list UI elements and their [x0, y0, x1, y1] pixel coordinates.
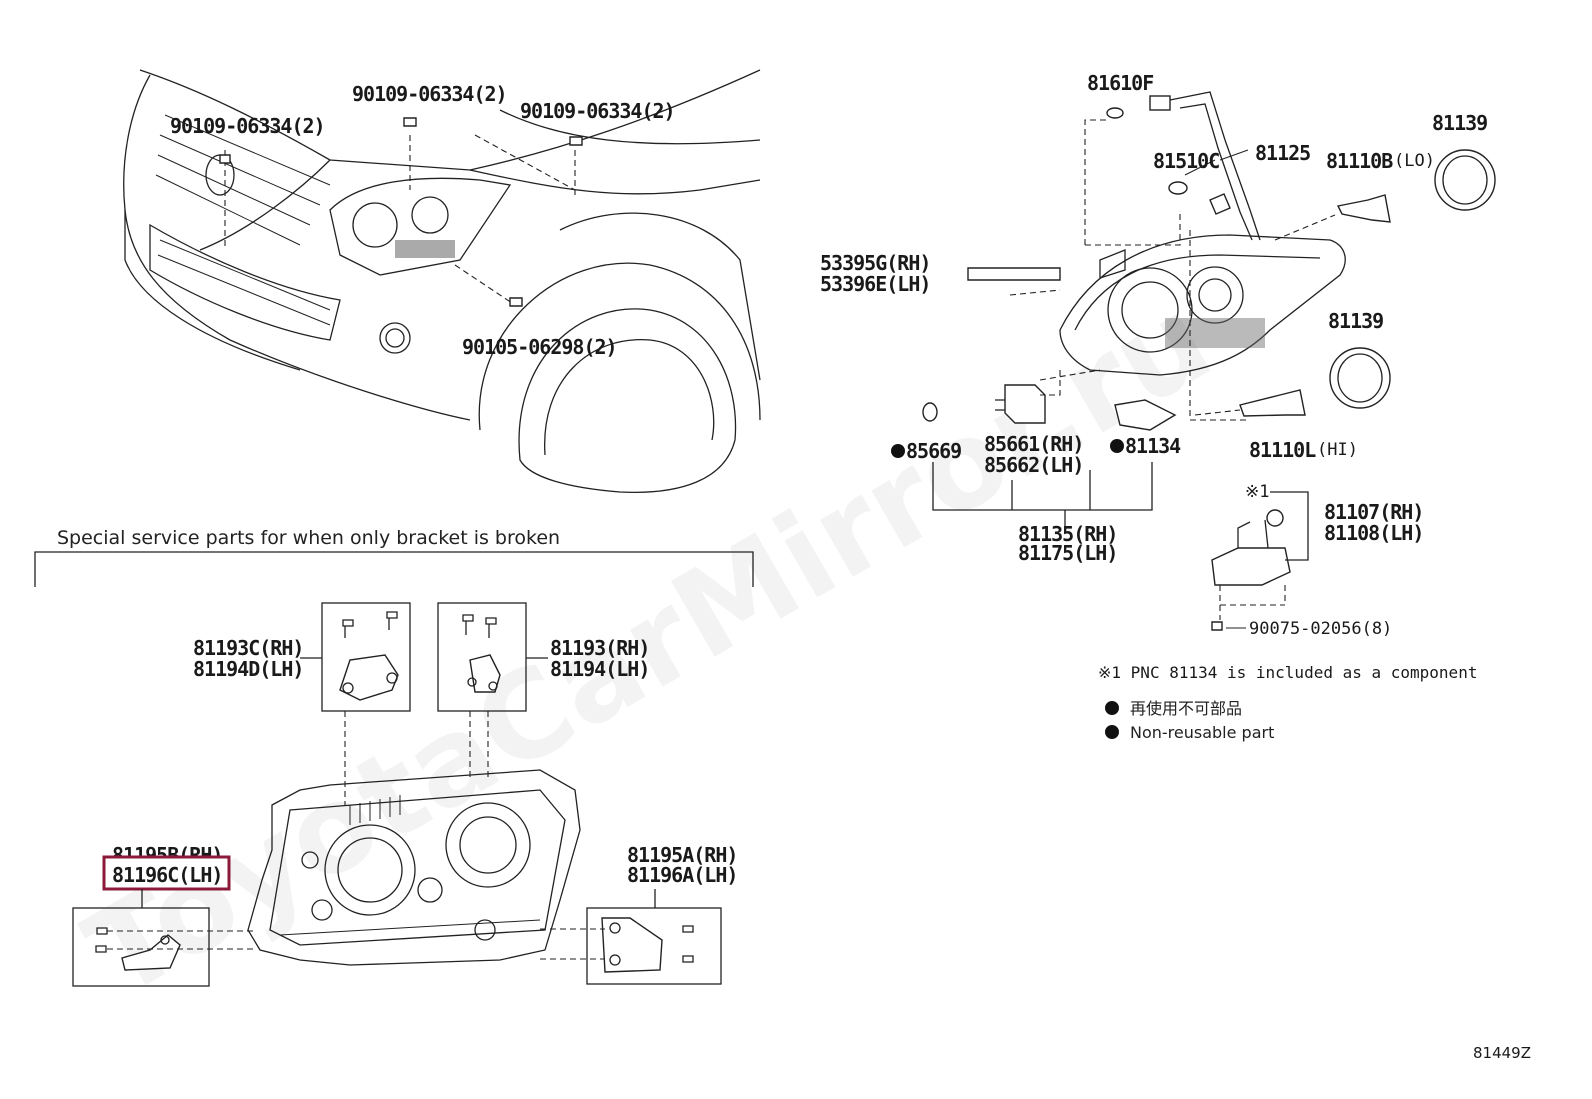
part-label-85662: 85662(LH) [984, 453, 1083, 477]
legend-marker-jp [1105, 701, 1119, 715]
legend-text-en: Non-reusable part [1130, 723, 1274, 742]
bracket-81193-illustration [462, 614, 501, 693]
legend-marker-en [1105, 725, 1119, 739]
star-note-marker: ※1 [1245, 482, 1269, 502]
part-label-81175: 81175(LH) [1018, 541, 1117, 565]
bracket-81195A-illustration [601, 917, 694, 973]
part-label-81610F: 81610F [1087, 71, 1153, 95]
part-label-81135: 81135(RH) [1018, 522, 1117, 546]
part-label-81107: 81107(RH) [1324, 500, 1423, 524]
bolt-label-top-right: 90109-06334(2) [520, 99, 675, 123]
part-label-81196A: 81196A(LH) [627, 863, 737, 887]
part-label-53395G: 53395G(RH) [820, 251, 930, 275]
figure-id: 81449Z [1473, 1044, 1531, 1062]
section-bracket [34, 551, 754, 587]
part-label-81194: 81194(LH) [550, 657, 649, 681]
bracket-81193C-illustration [339, 611, 399, 701]
bracket-box-81193C [321, 602, 411, 712]
screw-label-lower: 90105-06298(2) [462, 335, 617, 359]
vehicle-front-illustration [123, 69, 761, 494]
part-label-81110L: 81110L [1249, 438, 1316, 462]
part-label-81110L-suffix: (HI) [1317, 440, 1358, 460]
part-label-81110B-suffix: (LO) [1394, 151, 1435, 171]
section-title: Special service parts for when only brac… [57, 527, 560, 549]
part-label-81193: 81193(RH) [550, 636, 649, 660]
part-label-81108: 81108(LH) [1324, 521, 1423, 545]
part-label-81110B: 81110B [1326, 149, 1393, 173]
part-label-81125: 81125 [1255, 141, 1310, 165]
headlamp-exploded-illustration [922, 91, 1496, 631]
part-label-81134: 81134 [1125, 434, 1181, 458]
part-label-81194D: 81194D(LH) [193, 657, 303, 681]
non-reusable-marker-85669 [891, 444, 905, 458]
non-reusable-marker-81134 [1110, 439, 1124, 453]
part-label-85661: 85661(RH) [984, 432, 1083, 456]
part-label-81195A: 81195A(RH) [627, 843, 737, 867]
bolt-label-top-left: 90109-06334(2) [170, 114, 325, 138]
legend-text-jp: 再使用不可部品 [1130, 699, 1242, 718]
bolt-label-top-mid: 90109-06334(2) [352, 82, 507, 106]
bracket-box-81195B [72, 907, 210, 987]
highlight-box-81196C [102, 855, 231, 891]
bracket-box-81193 [437, 602, 527, 712]
bracket-81195B-illustration [95, 927, 181, 971]
part-label-53396E: 53396E(LH) [820, 272, 930, 296]
part-label-81196C: 81196C(LH) [112, 863, 222, 887]
headlamp-rear-housing [247, 769, 581, 966]
part-label-85669: 85669 [906, 439, 961, 463]
bracket-box-81195A [586, 907, 722, 985]
part-label-81139-mid: 81139 [1328, 309, 1383, 333]
part-label-90075: 90075-02056(8) [1249, 619, 1392, 639]
star-note: ※1 PNC 81134 is included as a component [1098, 663, 1477, 682]
part-label-81193C: 81193C(RH) [193, 636, 303, 660]
part-label-81510C: 81510C [1153, 149, 1219, 173]
part-label-81139-top: 81139 [1432, 111, 1487, 135]
